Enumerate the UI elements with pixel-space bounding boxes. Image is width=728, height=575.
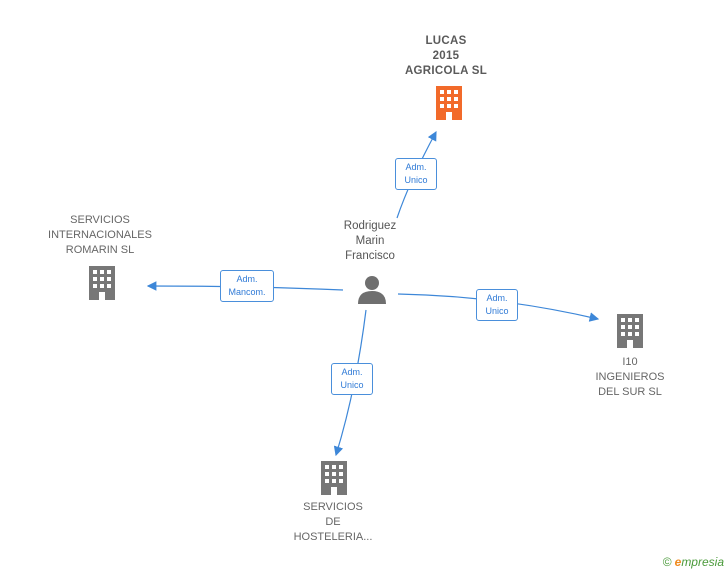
relation-badge-line: Unico [404, 175, 428, 185]
person-icon[interactable] [356, 274, 388, 304]
brand-e: e [674, 555, 682, 569]
company-name-hosteleria[interactable]: SERVICIOS DE HOSTELERIA... [283, 500, 383, 545]
relation-badge-line: Adm. [341, 367, 363, 377]
relation-badge-line: Mancom. [228, 287, 266, 297]
company-name-line: INGENIEROS [595, 371, 665, 383]
relation-badge-line: Adm. [486, 293, 508, 303]
relation-badge-i10[interactable]: Adm. Unico [476, 289, 518, 321]
company-name-line: HOSTELERIA... [293, 531, 373, 543]
brand-name: mpresia [681, 555, 724, 569]
company-name-i10[interactable]: I10 INGENIEROS DEL SUR SL [580, 355, 680, 400]
company-name-lucas[interactable]: LUCAS 2015 AGRICOLA SL [396, 34, 496, 79]
company-name-line: I10 [622, 356, 638, 368]
person-name-line: Marin [355, 235, 385, 247]
company-name-line: DEL SUR SL [598, 386, 662, 398]
building-icon[interactable] [433, 84, 465, 120]
copyright-symbol: © [662, 555, 672, 569]
person-name-line: Francisco [345, 250, 395, 262]
company-name-line: SERVICIOS [70, 214, 130, 226]
company-name-line: AGRICOLA SL [404, 65, 488, 77]
company-name-line: ROMARIN SL [65, 244, 135, 256]
building-icon[interactable] [86, 264, 118, 300]
company-name-line: SERVICIOS [303, 501, 363, 513]
company-name-line: DE [325, 516, 341, 528]
company-name-romarin[interactable]: SERVICIOS INTERNACIONALES ROMARIN SL [40, 213, 160, 258]
building-icon[interactable] [614, 312, 646, 348]
company-name-line: LUCAS [425, 35, 467, 47]
company-name-line: INTERNACIONALES [48, 229, 152, 241]
relation-badge-line: Adm. [236, 274, 258, 284]
company-name-line: 2015 [432, 50, 460, 62]
person-name-line: Rodriguez [343, 220, 397, 232]
relation-badge-line: Unico [485, 306, 509, 316]
brand-logo: ©empresia [663, 555, 724, 569]
building-icon[interactable] [318, 459, 350, 495]
relation-badge-hosteleria[interactable]: Adm. Unico [331, 363, 373, 395]
relation-badge-line: Unico [340, 380, 364, 390]
relation-badge-romarin[interactable]: Adm. Mancom. [220, 270, 274, 302]
relation-badge-line: Adm. [405, 162, 427, 172]
person-name[interactable]: Rodriguez Marin Francisco [320, 219, 420, 264]
relation-badge-lucas[interactable]: Adm. Unico [395, 158, 437, 190]
